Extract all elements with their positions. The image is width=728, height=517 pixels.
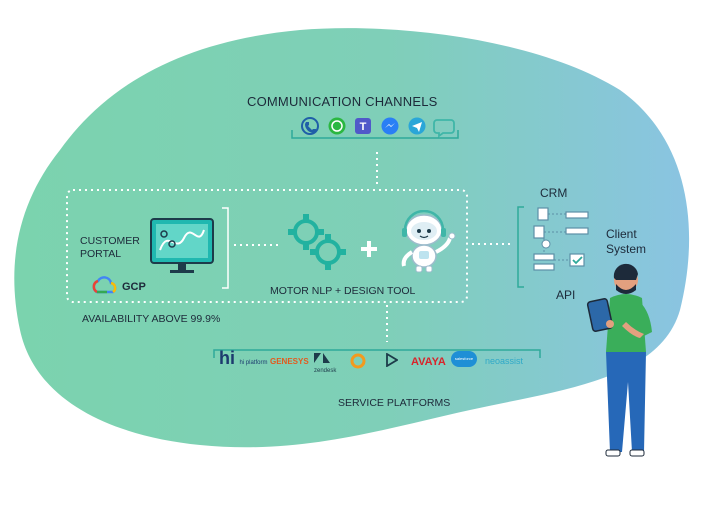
chat-bubble-icon: [433, 119, 455, 138]
zendesk-label: zendesk: [314, 368, 337, 374]
person-illustration: [586, 263, 652, 457]
availability-label: AVAILABILITY ABOVE 99.9%: [82, 313, 221, 325]
neoassist-logo: neoassist: [485, 356, 524, 366]
ring-logo-icon: [350, 353, 366, 369]
whatsapp-icon: [328, 117, 346, 135]
messenger-icon: [381, 117, 399, 135]
teams-icon: T: [355, 118, 371, 134]
system-flow-icon: [533, 207, 589, 271]
google-cloud-icon: [92, 276, 117, 294]
zendesk-icon: [314, 353, 330, 363]
gcp-label: GCP: [122, 281, 146, 293]
salesforce-label: salesforce: [454, 356, 474, 361]
motor-label: MOTOR NLP + DESIGN TOOL: [270, 285, 416, 297]
gears-icon: [288, 214, 346, 270]
api-label: API: [556, 288, 576, 302]
avaya-logo: AVAYA: [411, 356, 446, 368]
telegram-icon: [408, 117, 426, 135]
hi-platform-label: hi platform: [239, 360, 268, 366]
hi-platform-logo: hi hi platform: [219, 348, 268, 368]
monitor-icon: [150, 218, 214, 273]
customer-portal-label-2: PORTAL: [80, 248, 122, 260]
crm-label: CRM: [540, 186, 568, 200]
svg-text:T: T: [360, 121, 367, 133]
salesforce-logo: salesforce: [451, 351, 477, 367]
service-platforms-title: SERVICE PLATFORMS: [338, 397, 451, 409]
robot-icon: [401, 210, 456, 273]
customer-portal-label-1: CUSTOMER: [80, 235, 140, 247]
communication-channels-title: COMMUNICATION CHANNELS: [247, 94, 438, 109]
plus-icon: [361, 241, 377, 257]
genesys-logo: GENESYS: [270, 357, 309, 366]
phone-icon: [301, 117, 319, 135]
client-label-2: System: [606, 242, 647, 256]
play-logo-icon: [386, 353, 398, 367]
channel-icons: T: [301, 117, 455, 138]
zendesk-logo: zendesk: [314, 350, 336, 374]
client-label-1: Client: [606, 227, 637, 241]
